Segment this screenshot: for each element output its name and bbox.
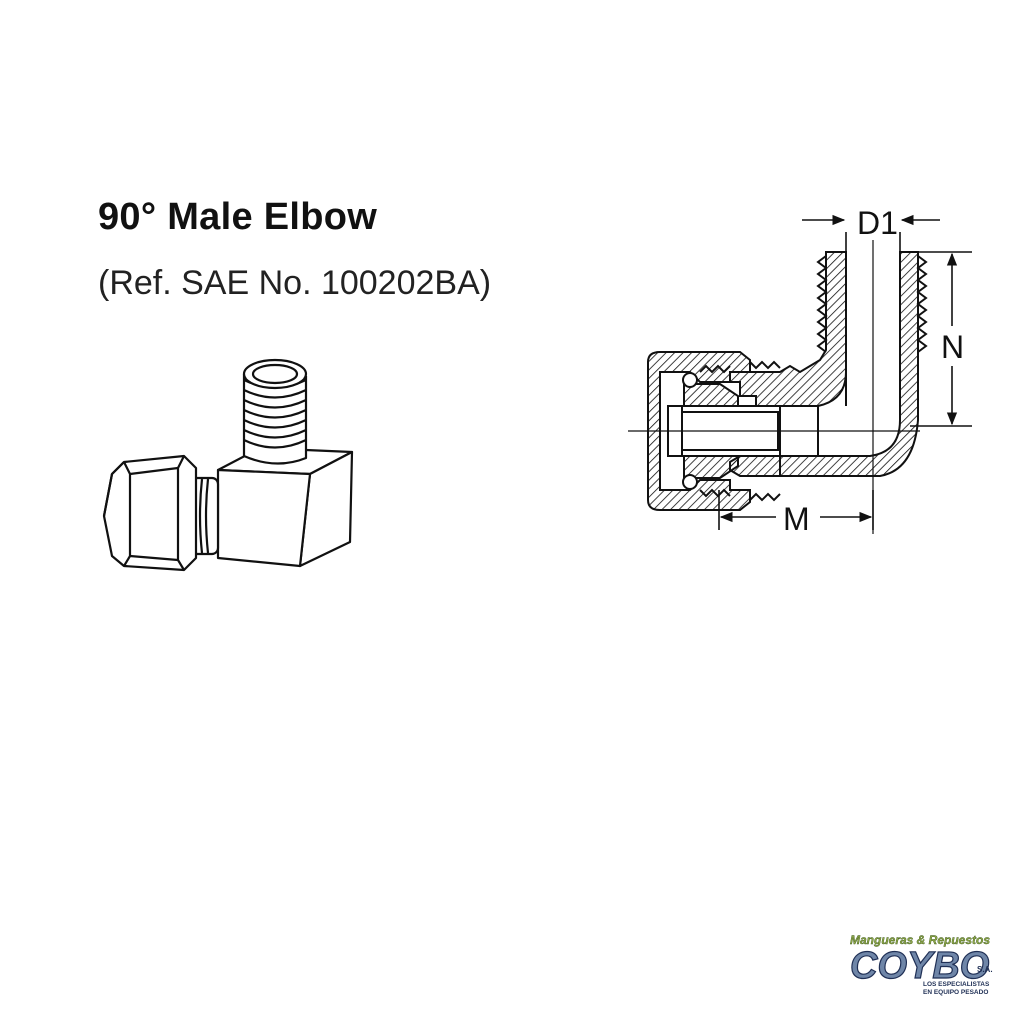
elbow-fitting-illustration bbox=[102, 358, 354, 572]
page-subtitle: (Ref. SAE No. 100202BA) bbox=[98, 264, 492, 302]
section-body-upper bbox=[729, 251, 847, 407]
compression-nut bbox=[647, 351, 751, 511]
dimension-n bbox=[910, 251, 972, 427]
stem-thread-left bbox=[816, 255, 828, 353]
logo-top-text: Mangueras & Repuestos bbox=[850, 933, 990, 947]
dimension-m-label: M bbox=[783, 501, 810, 537]
logo-brand: COYBO bbox=[850, 945, 989, 987]
coybo-logo: Mangueras & Repuestos COYBO S.A. LOS ESP… bbox=[849, 933, 993, 996]
ferrule bbox=[683, 383, 739, 407]
dimension-d1 bbox=[802, 214, 940, 252]
dimension-d1-label: D1 bbox=[857, 205, 898, 241]
elbow-body bbox=[216, 446, 354, 568]
dimension-m bbox=[718, 490, 874, 530]
threaded-stem bbox=[242, 358, 308, 465]
hex-nut bbox=[102, 454, 198, 572]
logo-suffix: S.A. bbox=[977, 965, 993, 974]
section-body-right bbox=[779, 251, 919, 477]
logo-tagline-2: EN EQUIPO PESADO bbox=[923, 989, 988, 996]
stem-thread-right bbox=[916, 255, 928, 353]
page-title: 90° Male Elbow bbox=[98, 196, 378, 238]
logo-tagline-1: LOS ESPECIALISTAS bbox=[923, 981, 990, 988]
elbow-cross-section bbox=[628, 240, 928, 534]
dimension-n-label: N bbox=[941, 329, 964, 365]
